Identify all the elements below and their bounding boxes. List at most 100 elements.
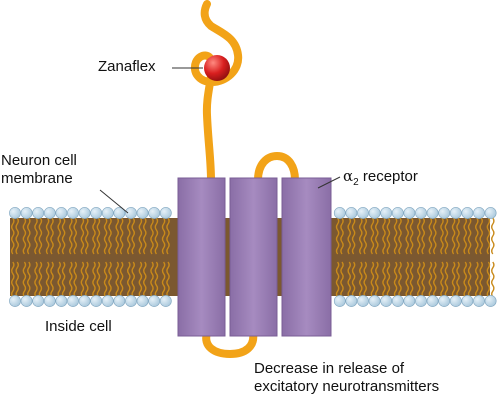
lipid-tail: [61, 217, 66, 255]
label-neuron-cell-membrane: Neuron cell membrane: [1, 152, 77, 188]
lipid-tail: [11, 261, 15, 298]
lipid-tail: [417, 261, 421, 298]
lipid-head: [380, 295, 393, 307]
lipid-head: [125, 207, 137, 219]
lipid-tail: [486, 261, 491, 298]
lipid-tail: [69, 217, 73, 255]
lipid-tail: [115, 217, 119, 255]
lipid-tail: [34, 217, 38, 255]
lipid-tail: [475, 261, 479, 298]
lipid-tail: [15, 217, 19, 255]
lipid-tail: [154, 261, 159, 298]
lipid-tail: [45, 261, 50, 298]
lipid-head: [136, 295, 149, 307]
lipid-head: [391, 207, 404, 219]
lipid-tail: [161, 217, 166, 255]
lipid-head: [32, 295, 45, 307]
lipid-tail: [451, 261, 456, 298]
label-zanaflex: Zanaflex: [98, 58, 156, 75]
lipid-tail: [108, 217, 112, 255]
lipid-head: [333, 295, 346, 307]
lipid-tail: [421, 217, 425, 255]
lipid-tail: [131, 217, 135, 255]
lipid-tail: [38, 261, 43, 298]
lipid-tail: [73, 217, 77, 255]
lipid-tail: [405, 261, 409, 298]
lipid-tail: [375, 261, 379, 298]
lipid-tail: [38, 217, 43, 255]
lipid-tail: [444, 217, 449, 255]
label-receptor-subscript: 2: [353, 177, 359, 188]
lipid-tail: [347, 261, 351, 298]
lipid-tail: [351, 217, 356, 255]
lipid-tail: [382, 217, 386, 255]
label-inside-cell: Inside cell: [45, 318, 112, 335]
lipid-tail: [69, 261, 73, 298]
lipid-tail: [131, 261, 135, 298]
lipid-head: [357, 295, 369, 307]
lipid-head: [43, 207, 56, 219]
lipid-head: [125, 295, 137, 307]
lipid-tail: [80, 217, 85, 255]
lipid-tail: [467, 217, 472, 255]
lipid-head: [461, 207, 474, 219]
lipid-tail: [57, 261, 61, 298]
lipid-tail: [351, 261, 356, 298]
lipid-head: [90, 295, 103, 307]
lipid-head: [391, 295, 404, 307]
lipid-tail: [335, 217, 340, 255]
lipid-tail: [398, 261, 402, 298]
lipid-tail: [359, 261, 363, 298]
lipid-head: [78, 295, 91, 307]
lipid-head: [32, 207, 45, 219]
lipid-head: [345, 295, 358, 307]
lipid-tail: [166, 217, 170, 255]
lipid-tail: [161, 261, 166, 298]
lipid-tail: [73, 261, 77, 298]
lipid-tail: [85, 217, 89, 255]
lipid-tail: [103, 217, 108, 255]
lipid-head: [438, 295, 451, 307]
lipid-head: [43, 295, 56, 307]
lipid-tail: [340, 217, 344, 255]
lipid-head: [67, 207, 79, 219]
protein-chain-intracellular: [202, 329, 258, 359]
lipid-head: [101, 207, 114, 219]
receptor-subunit-3: [281, 177, 332, 337]
lipid-head: [415, 207, 427, 219]
lipid-head: [368, 295, 381, 307]
lipid-head: [415, 295, 427, 307]
lipid-tail: [154, 217, 159, 255]
lipid-tail: [428, 217, 433, 255]
lipid-tail: [456, 261, 460, 298]
lipid-head: [101, 295, 114, 307]
alpha2-receptor: [177, 177, 332, 337]
lipid-tail: [359, 217, 363, 255]
lipid-tail: [27, 261, 31, 298]
lipid-tail: [417, 217, 421, 255]
lipid-tail: [444, 261, 449, 298]
label-membrane-line1: Neuron cell: [1, 152, 77, 169]
lipid-head: [357, 207, 369, 219]
lipid-head: [55, 295, 68, 307]
lipid-tail: [335, 261, 340, 298]
lipid-tail: [463, 261, 467, 298]
lipid-tail: [479, 217, 483, 255]
lipid-head: [20, 207, 33, 219]
lipid-tail: [108, 261, 112, 298]
lipid-heads: [9, 207, 497, 307]
lipid-tail: [428, 261, 433, 298]
lipid-tail: [115, 261, 119, 298]
zanaflex-molecule: [204, 55, 230, 81]
lipid-tail: [393, 261, 398, 298]
lipid-tail: [386, 217, 391, 255]
lipid-tail: [85, 261, 89, 298]
lipid-tail: [138, 217, 143, 255]
lipid-tail: [22, 261, 27, 298]
lipid-head: [473, 207, 485, 219]
lipid-tail: [34, 261, 38, 298]
label-membrane-line2: membrane: [1, 170, 73, 187]
lipid-tail: [340, 261, 344, 298]
label-receptor-suffix: receptor: [358, 168, 418, 185]
